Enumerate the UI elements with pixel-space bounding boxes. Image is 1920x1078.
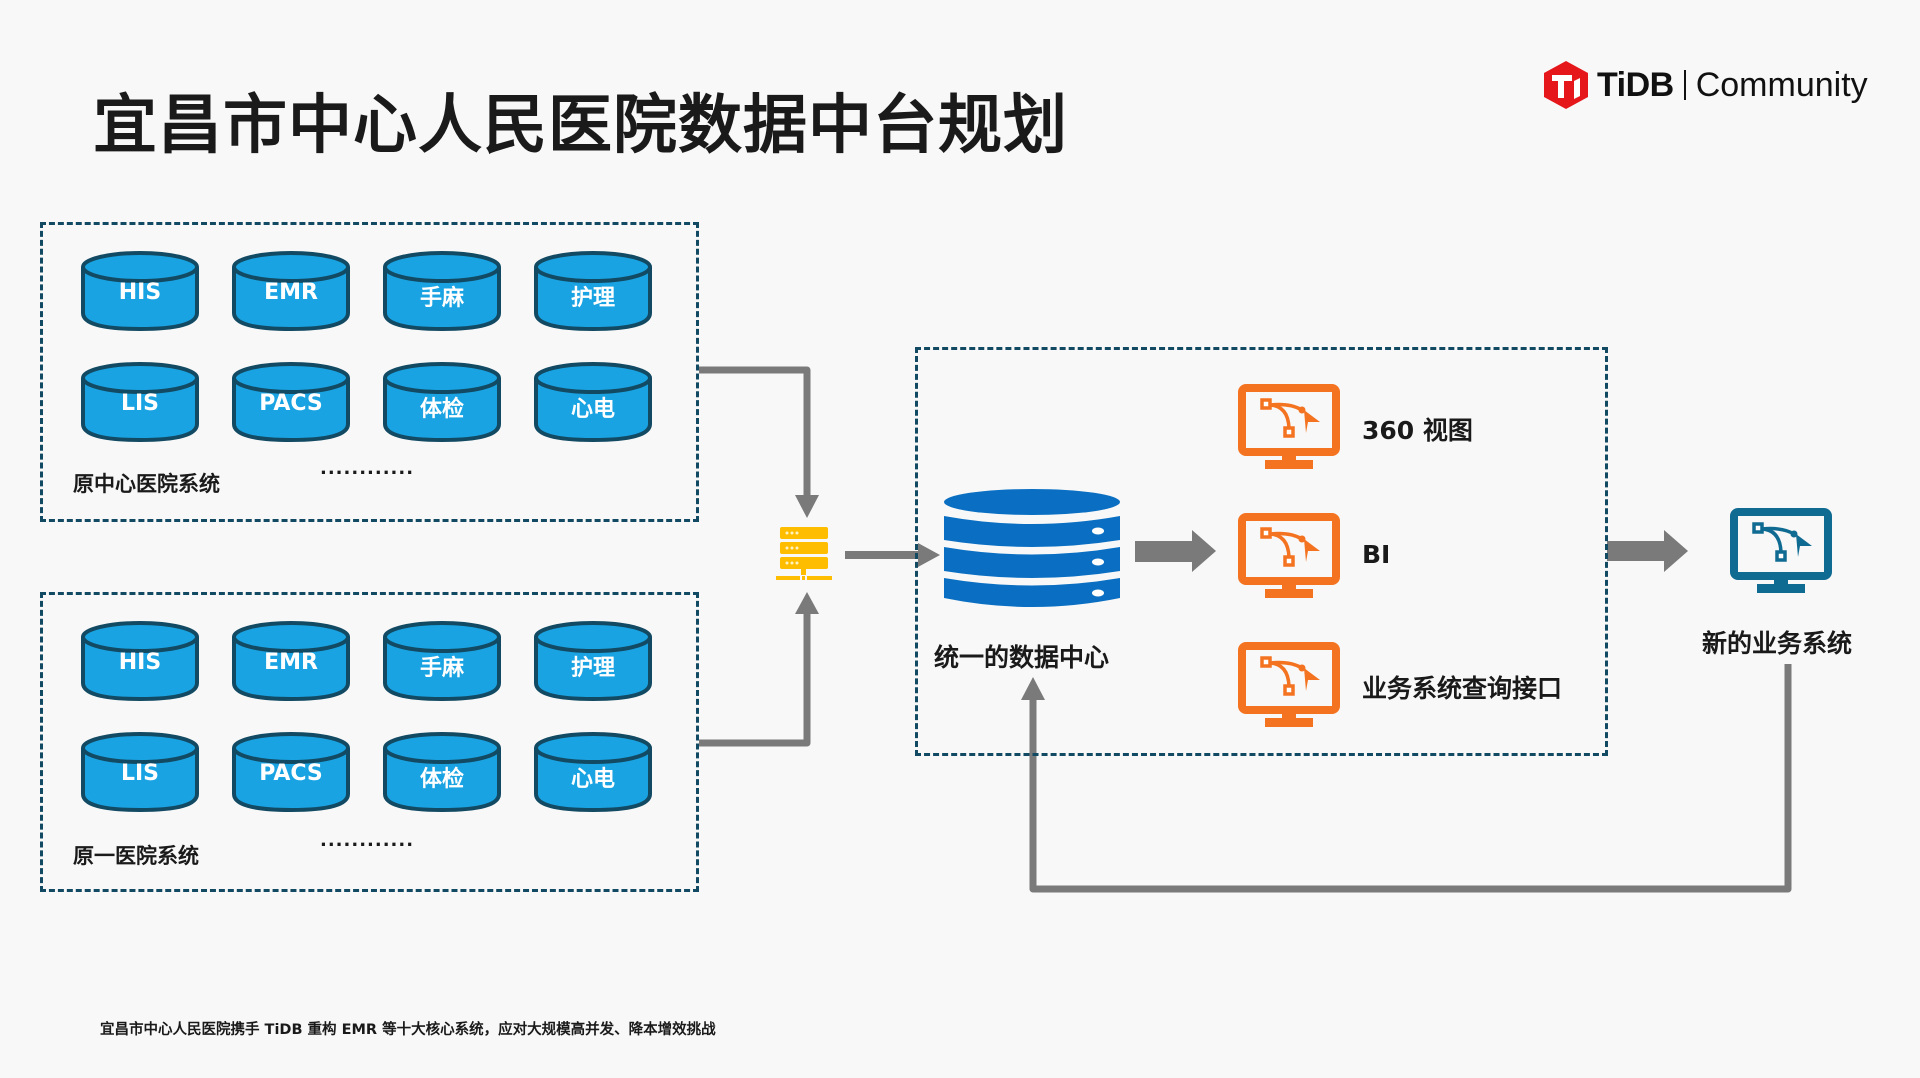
system-label: PACS [259, 761, 323, 786]
database-cylinder-icon [232, 732, 350, 813]
logo-brand-text: TiDB [1597, 65, 1674, 104]
database-cylinder-icon [534, 362, 652, 443]
data-center-label: 统一的数据中心 [934, 643, 1110, 672]
system-label: 心电 [570, 767, 615, 792]
system-cylinder: 体检 [382, 731, 502, 813]
system-label: 体检 [419, 767, 464, 792]
database-cylinder-icon [81, 251, 199, 332]
monitor-vector-icon [1238, 384, 1340, 469]
system-label: 护理 [570, 286, 615, 311]
arrow-server-to-datacenter [845, 543, 940, 567]
system-label: 护理 [570, 656, 615, 681]
group-box-first-hospital [40, 592, 699, 892]
connector-bottom-group-to-server [699, 592, 819, 747]
ellipsis-more-systems: ............ [320, 830, 415, 851]
system-cylinder: EMR [231, 620, 351, 702]
ellipsis-more-systems: ............ [320, 458, 415, 479]
database-icon [944, 489, 1120, 607]
output-label: BI [1362, 540, 1391, 569]
system-cylinder: EMR [231, 250, 351, 332]
system-cylinder: HIS [80, 620, 200, 702]
system-label: HIS [118, 280, 162, 305]
database-cylinder-icon [534, 621, 652, 702]
system-label: HIS [118, 650, 162, 675]
system-label: EMR [264, 650, 318, 675]
output-item [1238, 384, 1340, 476]
system-label: EMR [264, 280, 318, 305]
data-platform-box [915, 347, 1608, 756]
logo-product-text: Community [1695, 65, 1868, 104]
output-label: 360 视图 [1362, 416, 1473, 445]
system-cylinder: 护理 [533, 250, 653, 332]
arrowhead-up [795, 592, 819, 614]
system-label: LIS [120, 761, 160, 786]
group-label-central-hospital: 原中心医院系统 [73, 472, 220, 496]
database-cylinder-icon [534, 732, 652, 813]
monitor-vector-icon [1730, 508, 1832, 593]
system-cylinder: 心电 [533, 361, 653, 443]
system-label: 体检 [419, 397, 464, 422]
output-label: 业务系统查询接口 [1362, 674, 1563, 703]
database-cylinder-icon [81, 362, 199, 443]
system-label: PACS [259, 391, 323, 416]
monitor-vector-icon [1238, 642, 1340, 727]
group-label-first-hospital: 原一医院系统 [73, 844, 199, 868]
system-label: LIS [120, 391, 160, 416]
page-title: 宜昌市中心人民医院数据中台规划 [93, 89, 1068, 163]
tidb-community-logo: TiDB Community [1543, 60, 1868, 110]
database-cylinder-icon [383, 251, 501, 332]
arrow-datacenter-to-outputs [1135, 530, 1216, 572]
new-system-label: 新的业务系统 [1702, 629, 1853, 658]
system-cylinder: 心电 [533, 731, 653, 813]
database-cylinder-icon [81, 621, 199, 702]
system-label: 手麻 [419, 656, 464, 681]
database-cylinder-icon [232, 362, 350, 443]
output-item [1238, 513, 1340, 605]
system-cylinder: 手麻 [382, 250, 502, 332]
system-label: 手麻 [419, 286, 464, 311]
system-cylinder: 体检 [382, 361, 502, 443]
tidb-logo-icon [1544, 61, 1588, 109]
arrow-outputs-to-new-system [1607, 530, 1688, 572]
database-cylinder-icon [534, 251, 652, 332]
system-cylinder: PACS [231, 731, 351, 813]
system-cylinder: PACS [231, 361, 351, 443]
system-cylinder: 护理 [533, 620, 653, 702]
database-cylinder-icon [232, 251, 350, 332]
group-box-central-hospital [40, 222, 699, 522]
system-label: 心电 [570, 397, 615, 422]
server-icon [776, 527, 832, 580]
monitor-vector-icon [1238, 513, 1340, 598]
footnote: 宜昌市中心人民医院携手 TiDB 重构 EMR 等十大核心系统，应对大规模高并发… [100, 1022, 716, 1038]
database-cylinder-icon [383, 362, 501, 443]
new-system-node [1730, 508, 1832, 600]
arrowhead-down [795, 495, 819, 518]
database-cylinder-icon [383, 621, 501, 702]
database-cylinder-icon [383, 732, 501, 813]
system-cylinder: 手麻 [382, 620, 502, 702]
connector-top-group-to-server [699, 366, 819, 518]
system-cylinder: LIS [80, 731, 200, 813]
logo-separator [1683, 70, 1686, 100]
database-cylinder-icon [232, 621, 350, 702]
arrow-feedback-new-system-to-datacenter [1021, 664, 1792, 893]
system-cylinder: LIS [80, 361, 200, 443]
system-cylinder: HIS [80, 250, 200, 332]
database-cylinder-icon [81, 732, 199, 813]
output-item [1238, 642, 1340, 734]
